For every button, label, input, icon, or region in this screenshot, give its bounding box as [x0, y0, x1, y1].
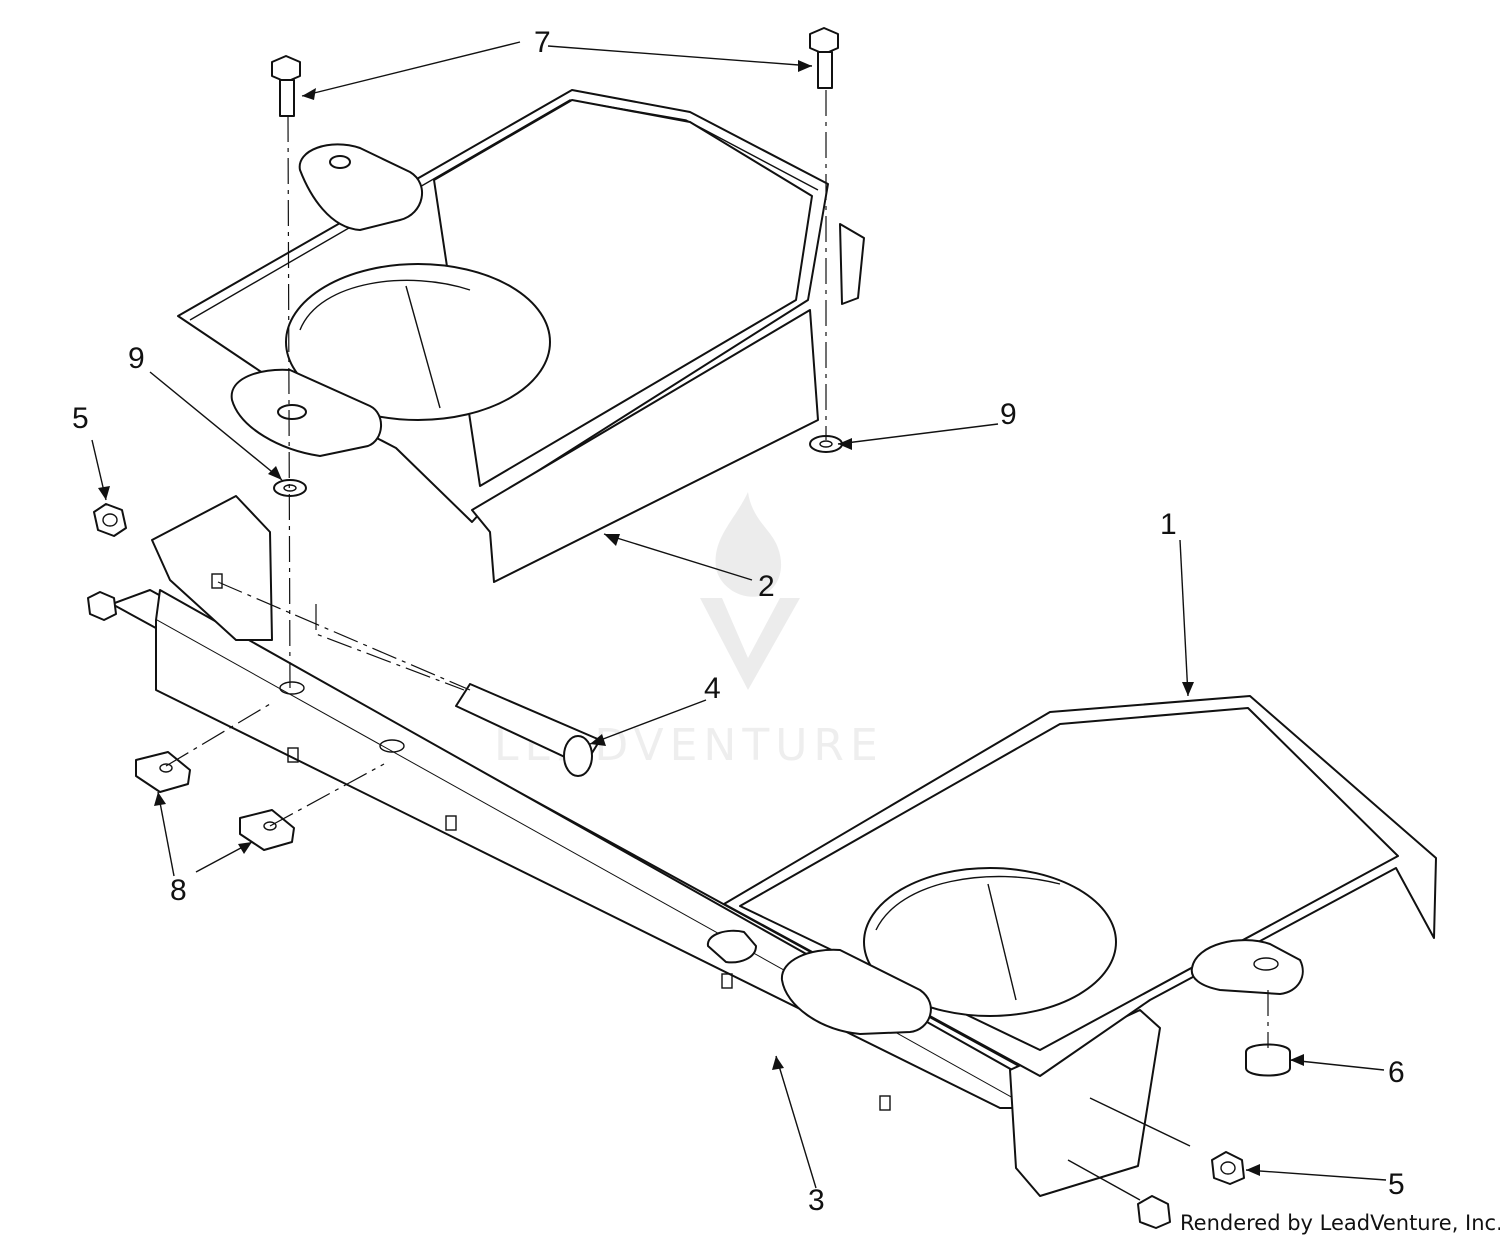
- render-credit: Rendered by LeadVenture, Inc.: [1180, 1211, 1500, 1235]
- callout-2: 2: [758, 570, 775, 603]
- callout-9-right: 9: [1000, 398, 1017, 431]
- callout-3: 3: [808, 1184, 825, 1217]
- leadventure-watermark-logo: [700, 492, 800, 690]
- centerlines: [165, 90, 1269, 1048]
- part-2-upper-footrest: [177, 89, 865, 583]
- callout-1: 1: [1160, 508, 1177, 541]
- callout-4: 4: [704, 672, 721, 705]
- callout-5-bottom: 5: [1388, 1168, 1405, 1201]
- part-4-pin: [455, 683, 601, 777]
- callout-8: 8: [170, 874, 187, 907]
- leader-lines: [91, 41, 1387, 1189]
- callout-5-top: 5: [72, 402, 89, 435]
- callout-6: 6: [1388, 1056, 1405, 1089]
- part-1-lower-footrest: [706, 695, 1437, 1077]
- callout-9-left: 9: [128, 342, 145, 375]
- callout-labels: 7 9 5 9 1 2 4 8 6 5 3: [72, 26, 1405, 1217]
- callout-7: 7: [534, 26, 551, 59]
